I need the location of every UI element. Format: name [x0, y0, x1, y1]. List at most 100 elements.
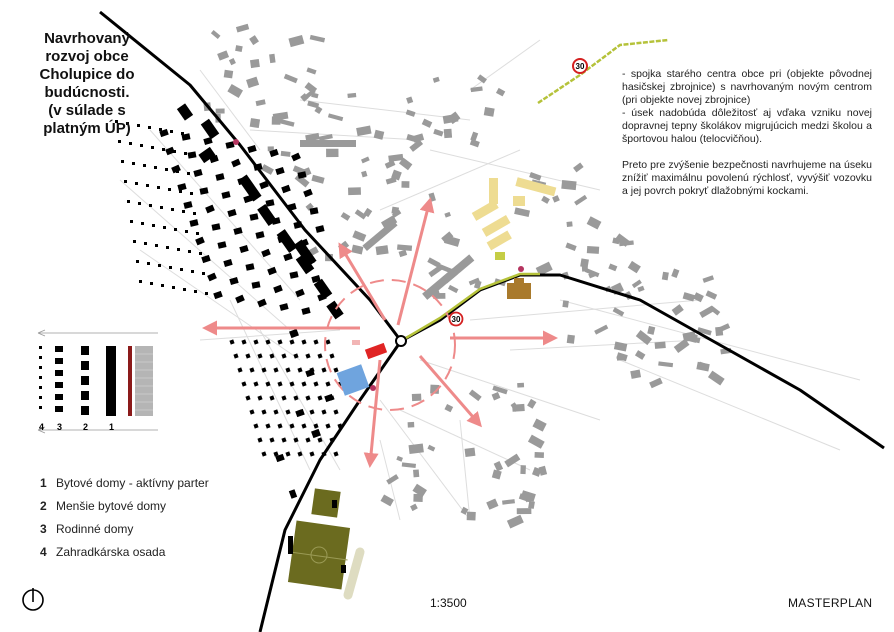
building — [574, 194, 588, 206]
building — [311, 92, 319, 99]
building — [520, 465, 526, 475]
building — [237, 176, 247, 186]
building — [221, 191, 231, 199]
building — [269, 353, 275, 359]
building — [39, 376, 42, 379]
building — [616, 355, 624, 361]
building — [161, 284, 164, 287]
building — [181, 133, 191, 141]
building — [223, 259, 233, 267]
building — [444, 235, 461, 247]
building — [673, 338, 690, 354]
building — [295, 253, 315, 275]
legend-col-number: 4 — [39, 422, 44, 432]
legend-col-number: 1 — [109, 422, 114, 432]
building — [305, 132, 320, 142]
building — [356, 125, 372, 137]
building — [566, 221, 573, 228]
building — [162, 148, 165, 151]
building — [313, 423, 319, 429]
traffic-calmed-connector — [537, 38, 669, 105]
building — [396, 455, 403, 462]
building — [237, 367, 243, 373]
building — [516, 508, 532, 515]
building — [305, 437, 311, 443]
building — [39, 406, 42, 409]
building — [313, 339, 319, 345]
building — [193, 169, 203, 177]
building — [520, 490, 536, 502]
building — [586, 246, 600, 254]
building — [281, 353, 287, 359]
building — [148, 126, 151, 129]
north-arrow-icon — [22, 588, 44, 611]
building — [411, 393, 422, 402]
building — [361, 156, 370, 164]
building — [267, 266, 277, 276]
description-paragraph: Preto pre zvýšenie bezpečnosti navrhujem… — [622, 159, 872, 197]
building — [151, 146, 154, 149]
building — [265, 199, 275, 207]
building — [433, 128, 444, 137]
building — [143, 164, 146, 167]
building — [277, 381, 283, 387]
building — [315, 225, 325, 233]
building — [552, 195, 560, 203]
building — [273, 367, 279, 373]
building — [115, 120, 118, 123]
building — [261, 367, 267, 373]
building — [385, 176, 397, 185]
building — [658, 361, 674, 368]
building — [176, 170, 179, 173]
building — [562, 300, 569, 308]
building — [227, 209, 237, 217]
building — [257, 298, 267, 308]
building — [283, 73, 298, 84]
building — [81, 361, 89, 370]
building — [410, 503, 418, 512]
building — [279, 118, 295, 127]
building — [491, 469, 502, 480]
building — [283, 252, 293, 262]
building — [293, 437, 299, 443]
building — [269, 53, 276, 64]
building — [253, 423, 259, 429]
building — [295, 408, 305, 418]
building — [225, 141, 235, 149]
building — [215, 173, 225, 181]
building — [325, 423, 331, 429]
small-green-building — [495, 252, 505, 260]
building — [271, 116, 281, 125]
building — [532, 418, 547, 432]
building — [305, 368, 315, 378]
building — [326, 148, 339, 158]
building — [231, 87, 239, 95]
building — [265, 423, 271, 429]
building — [470, 86, 483, 93]
building — [682, 331, 697, 342]
building — [535, 261, 553, 276]
building — [187, 172, 190, 175]
building — [249, 409, 255, 415]
building — [231, 158, 241, 168]
building — [147, 262, 150, 265]
building — [388, 153, 404, 162]
building — [281, 437, 287, 443]
building — [189, 219, 199, 227]
building — [138, 202, 141, 205]
building — [228, 57, 236, 66]
building — [307, 100, 320, 109]
building — [313, 278, 333, 300]
building — [631, 279, 642, 289]
building — [430, 384, 440, 394]
building — [209, 154, 219, 164]
building — [188, 250, 191, 253]
building — [205, 204, 215, 214]
building — [705, 290, 718, 300]
building — [630, 369, 642, 379]
building — [398, 249, 408, 258]
building — [699, 305, 715, 318]
new-fire-station — [364, 342, 388, 360]
building — [314, 105, 323, 115]
